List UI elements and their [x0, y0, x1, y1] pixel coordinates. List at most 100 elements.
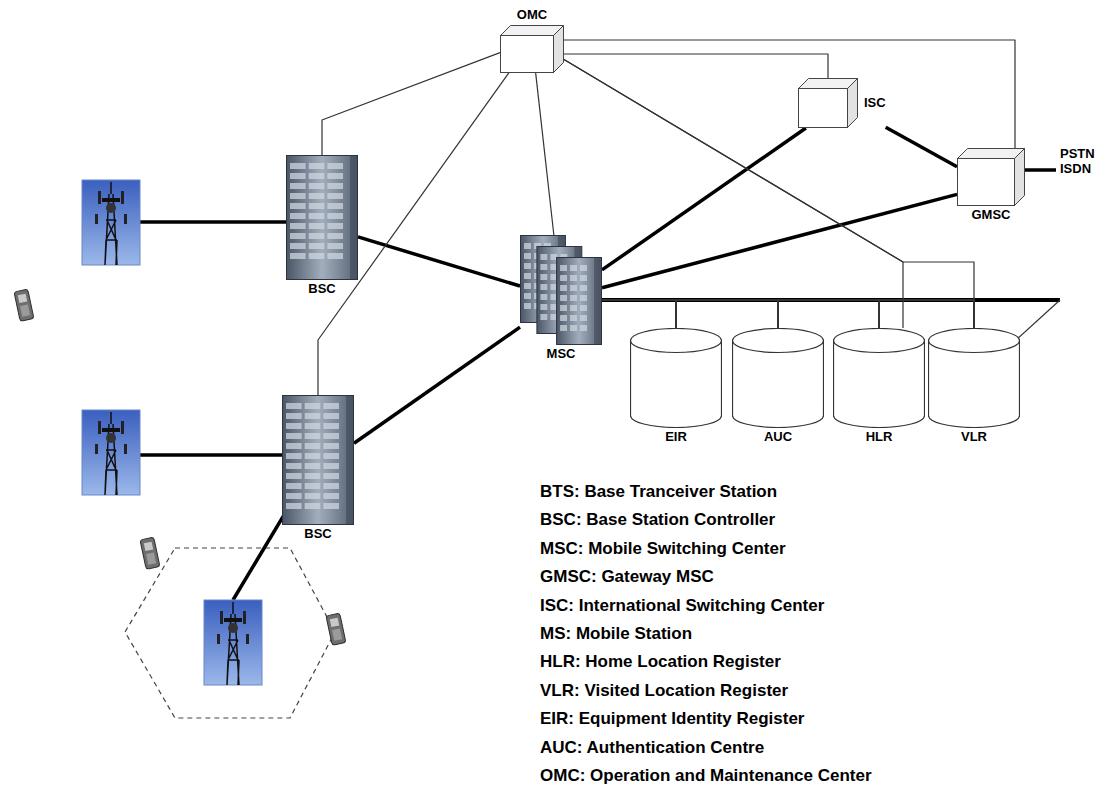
bts-wire [140, 453, 282, 457]
node-label: GMSC [972, 208, 1011, 223]
abbreviation-key: OMC: Operation and Maintenance Center [540, 766, 872, 786]
mobile-station [14, 289, 346, 645]
cabinet-panel [524, 263, 531, 269]
cabinet-panel [290, 233, 306, 239]
cabinet-panel [580, 285, 587, 291]
label-slot: OMC: Operation and Maintenance Center [540, 766, 872, 786]
cabinet-panel [327, 223, 343, 229]
cabinet-panel [286, 403, 302, 409]
label-slot: GMSC: Gateway MSC [540, 567, 714, 587]
cabinet-panel [309, 223, 325, 229]
cabinet-panel [286, 493, 302, 499]
cabinet-panel [580, 265, 587, 271]
abbreviation-key: EIR: Equipment Identity Register [540, 709, 804, 729]
cabinet-panel [305, 433, 321, 439]
cabinet-panel [290, 183, 306, 189]
cabinet-panel [290, 253, 306, 259]
cabinet-panel [327, 213, 343, 219]
database-cylinder: HLR [833, 328, 925, 445]
cabinet-panel [540, 274, 547, 280]
abbreviation-key: AUC: Authentication Centre [540, 738, 764, 758]
cabinet-panel [309, 203, 325, 209]
cabinet-panel [580, 325, 587, 331]
cabinet-panel [540, 304, 547, 310]
bts-tower [82, 410, 140, 495]
cabinet-panel [327, 203, 343, 209]
cabinet-panel [570, 265, 577, 271]
cabinet-panel [290, 223, 306, 229]
cabinet-panel [540, 284, 547, 290]
cabinet-panel [570, 305, 577, 311]
cabinet-panel [524, 253, 531, 259]
cabinet-panel [327, 253, 343, 259]
connector-line [536, 73, 554, 235]
cabinet-outline [557, 258, 602, 345]
cabinet-panel [540, 254, 547, 260]
connector-line [602, 300, 974, 328]
cabinet-panel [580, 315, 587, 321]
cabinet-panel [327, 243, 343, 249]
connector-line [886, 127, 957, 166]
cabinet-panel [290, 243, 306, 249]
abbreviation-key: GMSC: Gateway MSC [540, 567, 714, 587]
cabinet-panel [570, 295, 577, 301]
cylinder-shape [928, 328, 1020, 428]
cabinet-panel [305, 423, 321, 429]
cabinet-panel [560, 305, 567, 311]
connector-line [564, 60, 903, 328]
database-cylinder: VLR [928, 328, 1020, 445]
cabinet-panel [286, 463, 302, 469]
label-slot: AUC: Authentication Centre [540, 738, 764, 758]
cylinder-outline [929, 329, 1020, 428]
stack-shape [520, 235, 602, 345]
bts-wire [140, 220, 286, 224]
cabinet-panel [305, 503, 321, 509]
cabinet-panel [323, 433, 339, 439]
cabinet-panel [305, 463, 321, 469]
cabinet-shape [282, 395, 354, 525]
cabinet-panel [327, 163, 343, 169]
cabinet-panel [323, 473, 339, 479]
cabinet-panel [560, 315, 567, 321]
cabinet-panel [309, 173, 325, 179]
cabinet-panel [286, 483, 302, 489]
cabinet-panel [305, 443, 321, 449]
cabinet-panel [309, 233, 325, 239]
mobile-station [14, 289, 34, 321]
server-box: OMC [500, 8, 564, 73]
abbreviation-key: ISC: International Switching Center [540, 596, 824, 616]
cabinet-panel [580, 305, 587, 311]
cylinder-shape [833, 328, 925, 428]
cylinder-outline [834, 329, 925, 428]
cabinet-panel [524, 283, 531, 289]
cylinder-shape [630, 328, 722, 428]
connector-line [564, 54, 828, 78]
cabinet-panel [570, 315, 577, 321]
connector-line [602, 128, 806, 270]
cabinet-panel [290, 193, 306, 199]
bts-tower [82, 180, 140, 265]
node-label: EIR [665, 430, 687, 445]
connector-line [322, 53, 500, 155]
abbreviation-key: MSC: Mobile Switching Center [540, 539, 786, 559]
cube-shape [500, 25, 564, 73]
register-bus [1016, 300, 1060, 340]
bts-tower [82, 180, 262, 685]
cabinet-panel [290, 203, 306, 209]
connector-line [564, 40, 1015, 148]
cabinet-panel [290, 173, 306, 179]
cabinet-panel [323, 493, 339, 499]
cabinet-panel [560, 265, 567, 271]
cabinet-panel [305, 403, 321, 409]
cylinder-shape [732, 328, 824, 428]
mobile-station [326, 613, 346, 645]
label-slot: EIR: Equipment Identity Register [540, 709, 804, 729]
pstn-wire [1025, 168, 1056, 172]
label-slot: VLR: Visited Location Register [540, 681, 788, 701]
cabinet-panel [570, 325, 577, 331]
node-label: BSC [304, 527, 331, 542]
cabinet-panel [305, 483, 321, 489]
connector-line [358, 237, 520, 286]
node-label: MSC [547, 347, 576, 362]
